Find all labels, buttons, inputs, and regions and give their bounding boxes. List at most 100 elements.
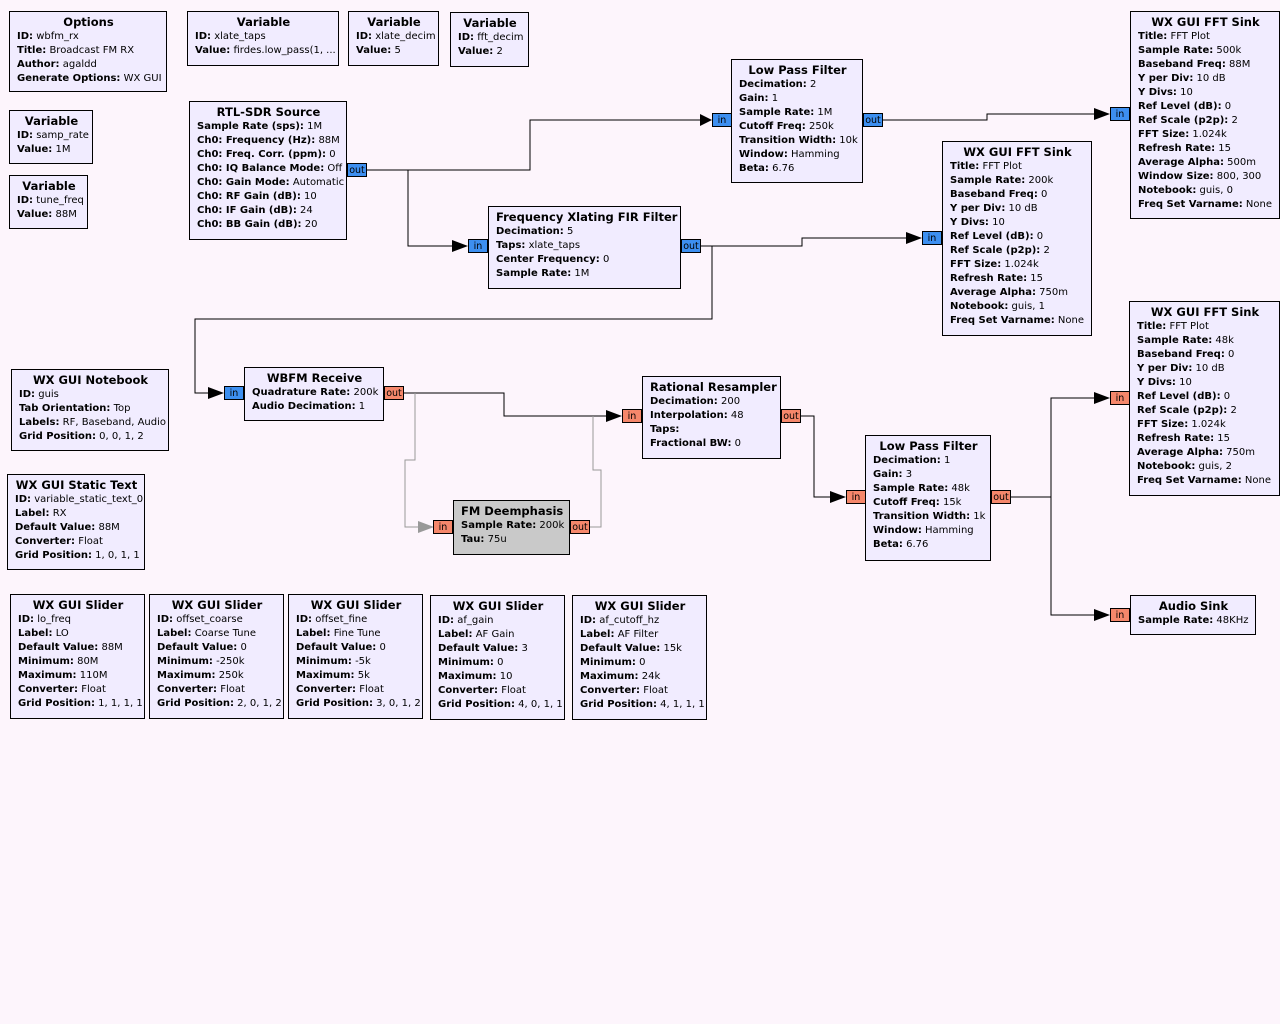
param-value: 200k [1028,175,1054,186]
param-value: 1M [307,121,323,132]
wire-resampler-to-lpf2 [801,415,836,498]
param-value: 2 [1230,405,1237,416]
freq-xlating-fir-in-port[interactable]: in [468,239,488,253]
fft-sink-3-in-port[interactable]: in [1110,391,1130,405]
wire-wbfm-to-resampler [404,392,612,417]
wbfm-receive-in-port[interactable]: in [224,386,244,400]
param-key: Value: [17,209,53,220]
param-value: 10 dB [1195,363,1225,374]
param-key: Quadrature Rate: [252,387,351,398]
rtl-sdr-source-out-port[interactable]: out [347,163,367,177]
freq-xlating-fir-out-port[interactable]: out [681,239,701,253]
audio-sink-in-port[interactable]: in [1110,608,1130,622]
param-key: Decimation: [496,226,564,237]
param-key: Taps: [650,424,680,435]
param-key: Maximum: [18,670,77,681]
param-value: FFT Plot [1169,321,1209,332]
param-key: Audio Decimation: [252,401,356,412]
param-key: Minimum: [296,656,352,667]
low-pass-filter-2-out-port[interactable]: out [991,490,1011,504]
block-title: WBFM Receive [266,371,363,385]
param-key: Author: [17,59,60,70]
block-param: Ch0: Frequency (Hz): 88M [197,134,340,148]
param-key: FFT Size: [1138,129,1190,140]
block-param: Sample Rate: 48KHz [1138,614,1249,628]
param-key: ID: [356,31,373,42]
block-param: Baseband Freq: 88M [1138,58,1273,72]
param-value: 3 [521,643,528,654]
block-param: FFT Size: 1.024k [1138,128,1273,142]
block-param: Y Divs: 10 [1138,86,1273,100]
param-value: 10 [1179,377,1192,388]
low-pass-filter-1-out-port[interactable]: out [863,113,883,127]
block-param: ID: offset_fine [296,613,416,627]
low-pass-filter-1-in-port[interactable]: in [712,113,732,127]
param-value: Float [78,536,103,547]
block-param: Freq Set Varname: None [1138,198,1273,212]
block-param: Maximum: 250k [157,669,277,683]
param-value: af_gain [457,615,494,626]
block-param: Maximum: 10 [438,670,558,684]
param-key: ID: [19,389,36,400]
param-key: Maximum: [157,670,216,681]
block-param: Grid Position: 3, 0, 1, 2 [296,697,421,711]
fft-sink-2-in-port[interactable]: in [922,231,942,245]
wire-xlating-to-wbfm [194,246,713,394]
block-param: Grid Position: 2, 0, 1, 2 [157,697,282,711]
fm-deemphasis-out-port[interactable]: out [570,520,590,534]
block-param: Y Divs: 10 [1137,376,1273,390]
block-param: Default Value: 88M [18,641,138,655]
block-param: Value: 2 [458,45,522,59]
param-key: Minimum: [580,657,636,668]
block-title: WX GUI Slider [171,598,263,612]
param-value: 1, 0, 1, 1 [95,550,140,561]
block-param: Window: Hamming [873,524,984,538]
rational-resampler-out-port[interactable]: out [781,409,801,423]
param-value: 1k [973,511,986,522]
block-param: Refresh Rate: 15 [1138,142,1273,156]
param-value: Float [643,685,668,696]
param-value: offset_coarse [176,614,243,625]
param-value: 10k [839,135,858,146]
rational-resampler-in-port[interactable]: in [622,409,642,423]
param-value: firdes.low_pass(1, ... [233,45,336,56]
block-param: Author: agaldd [17,58,160,72]
param-key: Cutoff Freq: [873,497,940,508]
param-key: ID: [17,195,34,206]
param-key: Ref Level (dB): [950,231,1034,242]
param-value: 1 [944,455,951,466]
wire-xlating-to-fft2 [701,237,912,247]
block-title: Audio Sink [1158,599,1229,613]
param-value: 250k [218,670,244,681]
fm-deemphasis-in-port[interactable]: in [433,520,453,534]
param-key: Window Size: [1138,171,1214,182]
param-key: Beta: [739,163,769,174]
wbfm-receive-out-port[interactable]: out [384,386,404,400]
low-pass-filter-2-in-port[interactable]: in [846,490,866,504]
fft-sink-1-in-port[interactable]: in [1110,107,1130,121]
